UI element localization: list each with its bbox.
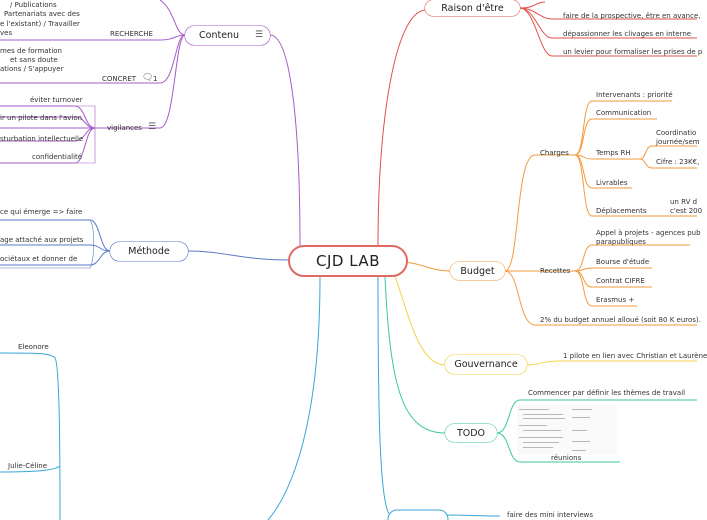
comment-icon[interactable]: 🗨 (142, 73, 154, 83)
recettes-erasmus[interactable]: Erasmus + (596, 296, 635, 304)
lower-item[interactable]: faire des mini interviews (507, 511, 594, 519)
notes-icon[interactable]: ☰ (148, 122, 157, 132)
todo-item[interactable]: Commencer par définir les thèmes de trav… (528, 389, 686, 397)
todo-node[interactable]: TODO (445, 424, 497, 442)
gouvernance-node[interactable]: Gouvernance (445, 355, 527, 374)
concret-text-3: ations / S'appuyer (0, 65, 64, 73)
methode-item-2[interactable]: age attaché aux projets (0, 236, 84, 244)
charges-cifre[interactable]: Cifre : 23K€, (656, 158, 700, 166)
todo-reunions[interactable]: réunions (551, 454, 582, 462)
root-label: CJD LAB (316, 252, 380, 270)
recettes-cifre[interactable]: Contrat CIFRE (596, 277, 645, 285)
gouvernance-item[interactable]: 1 pilote en lien avec Christian et Laurè… (563, 352, 707, 360)
recettes-appel-2: parapubliques (596, 238, 646, 246)
charges-label[interactable]: Charges (540, 149, 569, 157)
budget-title: Budget (460, 265, 495, 277)
charges-coordination[interactable]: Coordinatio (656, 129, 697, 137)
raison-title: Raison d'être (441, 2, 504, 14)
vigilance-item-4[interactable]: confidentialité (32, 153, 83, 161)
contenu-node[interactable]: Contenu (185, 26, 270, 45)
recherche-text-4: ves (0, 29, 13, 37)
recherche-text-1: / Publications (10, 1, 57, 9)
methode-title: Méthode (128, 246, 170, 257)
document-thumbnail[interactable] (517, 405, 617, 455)
recettes-bourse[interactable]: Bourse d'étude (596, 258, 650, 266)
notes-icon[interactable]: ☰ (255, 30, 264, 40)
gouvernance-title: Gouvernance (454, 359, 518, 370)
budget-pct[interactable]: 2% du budget annuel alloué (soit 80 K eu… (540, 316, 701, 324)
charges-intervenants[interactable]: Intervenants : priorité (596, 91, 673, 99)
charges-livrables[interactable]: Livrables (596, 179, 628, 187)
todo-title: TODO (456, 427, 486, 439)
vigilances-label[interactable]: vigilances (107, 124, 142, 132)
comment-count: 1 (153, 75, 158, 83)
raison-item-1[interactable]: faire de la prospective, être en avance, (563, 12, 701, 20)
recherche-label[interactable]: RECHERCHE (110, 30, 153, 38)
methode-item-3[interactable]: ociétaux et donner de (0, 255, 78, 263)
charges-communication[interactable]: Communication (596, 109, 652, 117)
recettes-appel[interactable]: Appel à projets - agences pub (596, 229, 701, 237)
contenu-title: Contenu (199, 30, 240, 41)
vigilance-item-1[interactable]: éviter turnover (30, 96, 83, 104)
concret-label[interactable]: CONCRET (102, 75, 137, 83)
person-julie-celine[interactable]: Julie-Céline (8, 462, 48, 470)
raison-item-3[interactable]: un levier pour formaliser les prises de … (563, 48, 703, 56)
person-eleonore[interactable]: Eleonore (18, 343, 49, 351)
methode-node[interactable]: Méthode (110, 242, 188, 261)
concret-text-1: mes de formation (0, 47, 62, 55)
recherche-text-2: Partenariats avec des (4, 10, 80, 18)
raison-node[interactable]: Raison d'être (425, 0, 520, 16)
charges-temps-rh[interactable]: Temps RH (596, 149, 631, 157)
methode-item-1[interactable]: ce qui émerge => faire (0, 208, 83, 216)
charges-deplacements[interactable]: Déplacements (596, 207, 647, 215)
charges-rv-1[interactable]: un RV d (670, 198, 698, 206)
vigilance-item-2[interactable]: ir un pilote dans l'avion (0, 114, 83, 122)
vigilance-item-3[interactable]: sturbation intellectuelle (0, 135, 84, 143)
concret-text-2: et sans doute (10, 56, 58, 64)
recherche-text-3: e l'existant) / Travailler (0, 20, 80, 28)
charges-coordination-2: journée/sem (656, 138, 700, 146)
root-node[interactable]: CJD LAB (288, 245, 408, 277)
raison-item-2[interactable]: dépassionner les clivages en interne (563, 30, 692, 38)
charges-rv-2: c'est 200 (670, 207, 703, 215)
recettes-label[interactable]: Recettes (540, 267, 571, 275)
budget-node[interactable]: Budget (450, 262, 505, 280)
